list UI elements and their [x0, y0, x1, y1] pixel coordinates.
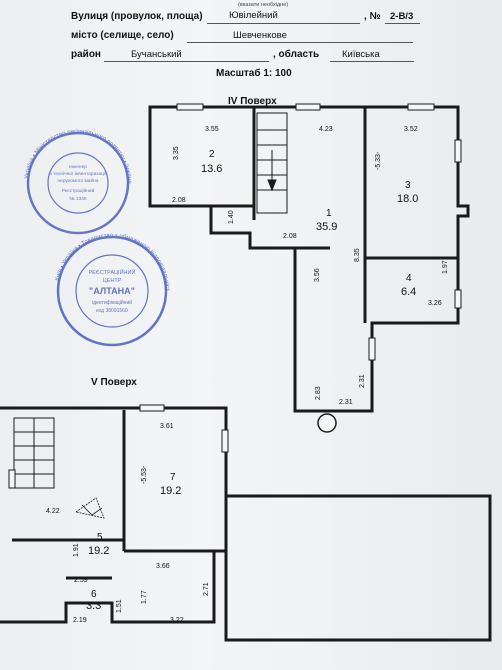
dim-label: 8.35 — [354, 248, 361, 262]
dim-label: 3.35 — [173, 146, 180, 160]
floor-4-column-marker — [317, 413, 337, 433]
dim-label: -5.53- — [141, 465, 148, 484]
stamp-outer-text: Київ • Україна • Товариство з обмеженою … — [0, 0, 170, 291]
city-underline — [187, 42, 413, 43]
floor-4-walls — [148, 105, 470, 413]
stamp-line: з технічної інвентаризації — [50, 171, 107, 177]
dim-label: -5.33- — [375, 151, 382, 170]
room-3-number: 3 — [405, 180, 411, 191]
room-7-number: 7 — [170, 472, 176, 483]
number-underline — [385, 23, 420, 24]
stamp-outer-text: Україна • Міністерство регіонального роз… — [0, 0, 132, 184]
dim-label: 3.26 — [428, 300, 442, 307]
floor-4-stairs — [256, 112, 288, 214]
city-label: місто (селище, село) — [71, 30, 174, 41]
room-2-number: 2 — [209, 149, 215, 160]
dim-label: 4.22 — [46, 508, 60, 515]
district-value: Бучанський — [131, 49, 182, 60]
dim-label: 2.59 — [74, 577, 88, 584]
stamp-line: "АЛТАНА" — [89, 286, 135, 296]
city-value: Шевченкове — [233, 30, 287, 41]
dim-label: 3.66 — [156, 563, 170, 570]
oblast-underline — [330, 61, 414, 62]
dim-label: 2.19 — [73, 617, 87, 624]
floor-4-title: IV Поверх — [228, 96, 277, 107]
dim-label: 2.08 — [172, 197, 186, 204]
dim-label: 1.91 — [73, 543, 80, 557]
svg-text:Україна • Міністерство регіона: Україна • Міністерство регіонального роз… — [0, 0, 132, 184]
dim-label: 1.97 — [442, 260, 449, 274]
floor-5-stairs — [13, 417, 105, 519]
stamp-line: ідентифікаційний — [92, 299, 132, 306]
room-1-area: 35.9 — [316, 221, 337, 233]
dim-label: 1.77 — [141, 590, 148, 604]
stamp-line: нерухомого майна — [58, 177, 99, 184]
room-6-area: 3.3 — [86, 600, 101, 612]
room-2-area: 13.6 — [201, 163, 222, 175]
dim-label: 1.51 — [116, 599, 123, 613]
engineer-stamp: Україна • Міністерство регіонального роз… — [0, 0, 132, 235]
stamp-line: РЕЄСТРАЦІЙНИЙ — [89, 268, 136, 276]
district-label: район — [71, 49, 101, 60]
stamp-line: Реєстраційний — [62, 187, 95, 194]
dim-label: 2.71 — [203, 582, 210, 596]
room-7-area: 19.2 — [160, 485, 181, 497]
floor-5-walls — [0, 406, 492, 642]
floor-5-title: V Поверх — [91, 377, 137, 388]
dim-label: 3.61 — [160, 423, 174, 430]
dim-label: 2.08 — [283, 233, 297, 240]
stamp-line: Інженер — [69, 164, 87, 170]
room-5-area: 19.2 — [88, 545, 109, 557]
oblast-value: Київська — [342, 49, 380, 60]
district-underline — [104, 61, 269, 62]
svg-text:Київ • Україна • Товариство з: Київ • Україна • Товариство з обмеженою … — [0, 0, 170, 291]
stamp-line: № 1345 — [69, 196, 86, 202]
room-4-area: 6.4 — [401, 286, 416, 298]
floor-5-windows — [8, 404, 229, 489]
room-1-number: 1 — [326, 208, 332, 219]
scale-label: Масштаб 1: 100 — [216, 68, 292, 79]
room-4-number: 4 — [406, 273, 412, 284]
street-value: Ювілейний — [229, 10, 278, 21]
number-label: , № — [364, 11, 381, 22]
dim-label: 4.23 — [319, 126, 333, 133]
street-label: Вулиця (провулок, площа) — [71, 11, 203, 22]
room-3-area: 18.0 — [397, 193, 418, 205]
floor-4-windows — [176, 103, 462, 361]
room-5-number: 5 — [97, 532, 103, 543]
dim-label: 2.31 — [359, 374, 366, 388]
dim-label: 1.40 — [228, 210, 235, 224]
stamp-line: ЦЕНТР — [103, 278, 122, 284]
room-6-number: 6 — [91, 589, 97, 600]
street-underline — [207, 23, 360, 24]
header-hint: (вказати необхідне) — [238, 2, 289, 8]
dim-label: 2.83 — [315, 386, 322, 400]
dim-label: 2.31 — [339, 399, 353, 406]
stamp-line: код 38091560 — [96, 308, 128, 314]
number-value: 2-В/3 — [390, 11, 414, 22]
dim-label: 3.56 — [314, 268, 321, 282]
dim-label: 3.22 — [170, 617, 184, 624]
dim-label: 3.52 — [404, 126, 418, 133]
oblast-label: , область — [273, 49, 320, 60]
dim-label: 3.55 — [205, 126, 219, 133]
